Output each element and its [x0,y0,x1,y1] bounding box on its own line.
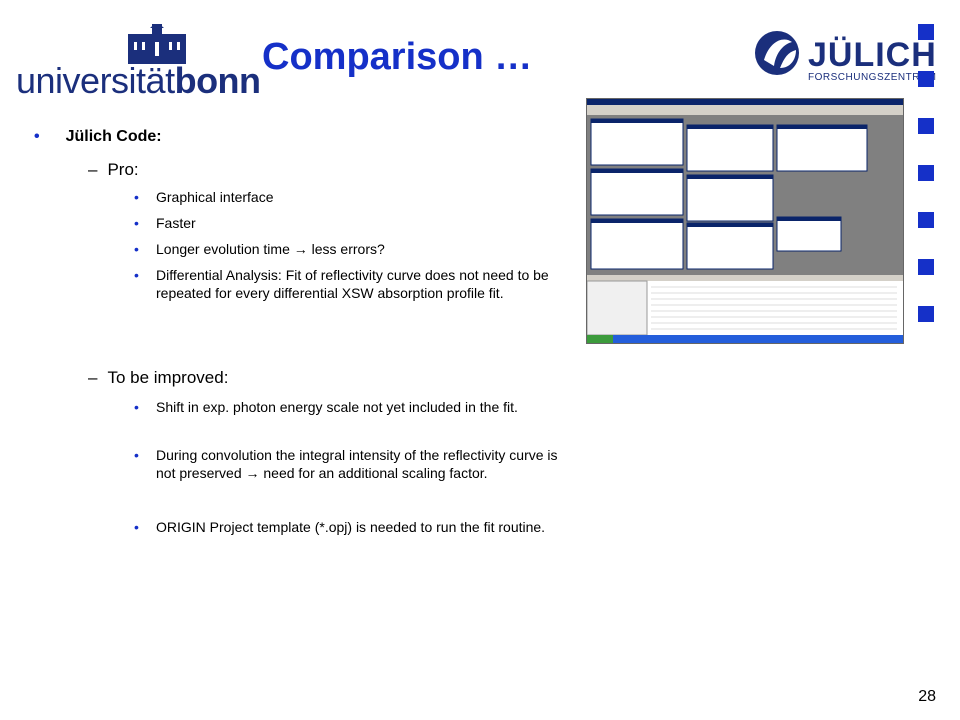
section-heading: • Jülich Code: [34,128,162,146]
improve-heading-text: To be improved: [107,368,229,387]
decorative-squares [918,24,936,353]
improve-item: During convolution the integral intensit… [156,447,558,481]
julich-logo-name: JÜLICH [808,36,937,74]
decor-square [918,165,934,181]
bullet-icon: • [134,399,139,415]
bullet-icon: • [134,519,139,535]
section-heading-text: Jülich Code: [65,128,162,145]
pro-heading: –Pro: [88,160,139,180]
pro-item: Differential Analysis: Fit of reflectivi… [156,267,549,301]
improve-item: ORIGIN Project template (*.opj) is neede… [156,519,546,535]
bullet-icon: • [134,447,139,463]
pro-item: Faster [156,215,196,231]
pro-item: Longer evolution time → less errors? [156,241,385,257]
bullet-icon: • [134,267,139,283]
bonn-logo-suffix: bonn [174,60,261,101]
screenshot-image [587,99,903,343]
improve-heading: –To be improved: [88,368,228,388]
bullet-icon: • [34,128,40,145]
decor-square [918,306,934,322]
dash-icon: – [88,160,98,179]
slide-title: Comparison … [262,36,533,78]
decor-square [918,118,934,134]
software-screenshot [586,98,904,344]
page-number: 28 [918,688,936,705]
dash-icon: – [88,368,98,387]
bonn-logo: universitätbonn [16,60,261,102]
pro-item: Graphical interface [156,189,274,205]
bullet-icon: • [134,241,139,257]
julich-logo-subtitle: FORSCHUNGSZENTRUM [808,72,937,83]
decor-square [918,212,934,228]
decor-square [918,24,934,40]
bonn-logo-prefix: universität [16,60,175,101]
decor-square [918,259,934,275]
bonn-building-icon [128,24,186,64]
decor-square [918,71,934,87]
improve-item: Shift in exp. photon energy scale not ye… [156,399,518,415]
bullet-icon: • [134,215,139,231]
pro-heading-text: Pro: [107,160,139,179]
julich-swirl-icon [755,31,799,75]
bullet-icon: • [134,189,139,205]
